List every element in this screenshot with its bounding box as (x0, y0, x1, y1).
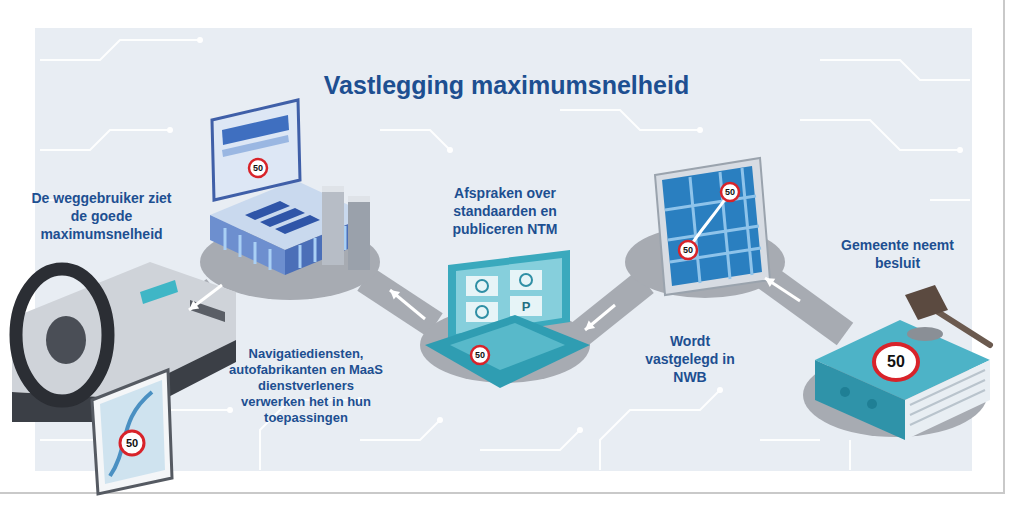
illustration-part (580, 282, 645, 334)
illustration-part (577, 427, 583, 433)
arrow-line (189, 285, 222, 310)
illustration-part (662, 166, 762, 286)
arrow-head (585, 320, 595, 330)
process-stage: Afspraken over standaarden en publiceren… (425, 180, 585, 390)
illustration-part (476, 280, 488, 292)
speed-sign-number: 50 (725, 188, 735, 197)
illustration-part (100, 380, 165, 484)
illustration-part (275, 215, 320, 234)
illustration-part (840, 387, 850, 397)
illustration-part (322, 190, 344, 265)
illustration-part (697, 127, 703, 133)
flow-arrow (765, 278, 800, 301)
speed-sign-number: 50 (887, 354, 905, 370)
illustration-part (466, 302, 498, 322)
car-illustration (12, 262, 236, 494)
illustration-part (46, 316, 86, 364)
illustration-part (222, 135, 289, 157)
illustration-part (717, 387, 723, 393)
stage-caption: Navigatiediensten, autofabrikanten en Ma… (227, 346, 385, 426)
illustration-part (938, 312, 990, 345)
process-stage: Navigatiediensten, autofabrikanten en Ma… (222, 100, 390, 430)
speed-sign-number: 50 (253, 164, 263, 173)
illustration-part (437, 417, 443, 423)
illustration-part (655, 158, 770, 295)
speed-sign-number: 50 (683, 246, 693, 255)
stage-caption: Gemeente neemt besluit (840, 236, 955, 272)
arrow-head (189, 301, 199, 310)
illustration-part (0, 492, 1004, 494)
illustration-part (905, 285, 948, 320)
illustration-part (249, 159, 267, 177)
illustration-part (721, 183, 739, 201)
illustration-part (16, 269, 108, 401)
parking-icon-letter: P (522, 300, 531, 313)
illustration-part (120, 431, 144, 455)
illustration-part (190, 300, 225, 322)
illustration-part (665, 168, 761, 283)
illustration-part (510, 296, 542, 316)
server-illustration (210, 100, 370, 275)
arrow-line (585, 305, 615, 330)
stage-caption: Wordt vastgelegd in NWB (644, 332, 736, 386)
map-tablet-illustration (655, 158, 770, 295)
stage-caption: Afspraken over standaarden en publiceren… (435, 184, 575, 238)
illustration-part (905, 360, 990, 440)
illustration-part (471, 346, 489, 364)
illustration-part (322, 186, 344, 192)
illustration-part (140, 280, 178, 304)
arrow-head (390, 290, 400, 300)
illustration-part (110, 392, 152, 476)
flow-arrow (390, 290, 425, 319)
illustration-part (476, 306, 488, 318)
diagram-title: Vastlegging maximumsnelheid (0, 70, 1013, 100)
illustration-part (40, 40, 970, 470)
flow-arrow (585, 305, 615, 330)
illustration-part (348, 196, 370, 202)
process-stage: Wordt vastgelegd in NWB (615, 150, 765, 390)
process-stage: De weggebruiker ziet de goede maximumsne… (14, 185, 189, 485)
speed-sign-number: 50 (126, 438, 138, 449)
illustration-part (348, 200, 370, 270)
illustration-part (688, 192, 730, 250)
illustration-part (765, 276, 845, 334)
illustration-part (520, 274, 532, 286)
illustration-part (365, 279, 435, 325)
illustration-part (466, 276, 498, 296)
arrow-line (390, 290, 425, 319)
illustration-part (425, 315, 590, 388)
illustration-part (867, 399, 877, 409)
speed-sign-number: 50 (475, 351, 485, 360)
illustration-part (874, 344, 918, 380)
illustration-part (1003, 0, 1005, 494)
arrow-head (765, 278, 775, 287)
illustration-part (510, 270, 542, 290)
process-stage: Gemeente neemt besluit (800, 232, 995, 447)
illustration-part (197, 37, 203, 43)
illustration-part (167, 127, 173, 133)
illustration-part (907, 327, 943, 341)
illustration-part (910, 370, 985, 425)
flow-arrow (189, 285, 222, 310)
laptop-illustration (425, 250, 590, 388)
stage-caption: De weggebruiker ziet de goede maximumsne… (27, 189, 177, 243)
illustration-part (212, 100, 300, 200)
binder-illustration (815, 285, 990, 440)
illustration-part (679, 241, 697, 259)
illustration-part (957, 147, 963, 153)
arrow-line (765, 278, 800, 301)
illustration-part (92, 370, 172, 494)
illustration-part (447, 147, 453, 153)
illustration-part (227, 407, 233, 413)
illustration-part (450, 323, 565, 370)
